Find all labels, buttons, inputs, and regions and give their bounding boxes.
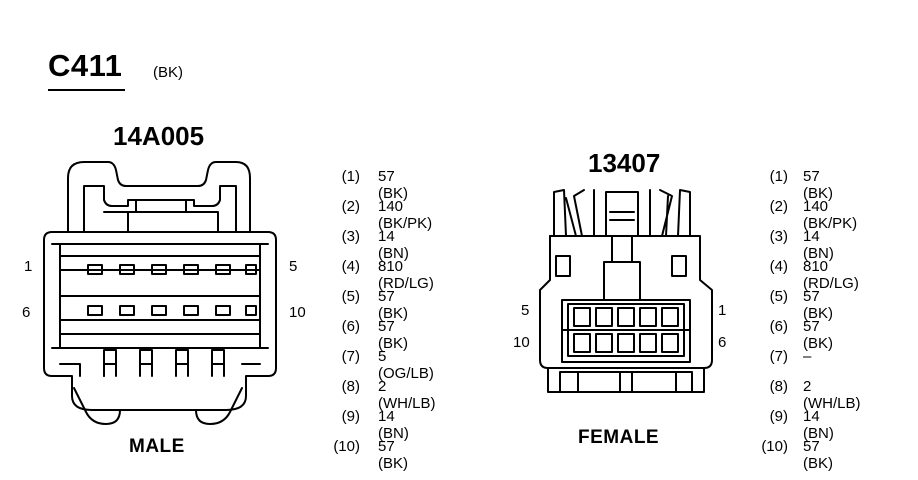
pin-number: (2) xyxy=(769,198,788,215)
female-pin-label-top-right: 1 xyxy=(718,302,727,319)
male-part-number: 14A005 xyxy=(113,121,205,151)
pin-number: (3) xyxy=(769,228,788,245)
pin-number: (5) xyxy=(341,288,360,305)
wire-spec: 5 (OG/LB) xyxy=(378,348,434,382)
pin-number: (1) xyxy=(341,168,360,185)
male-gender-label: MALE xyxy=(129,436,185,457)
pin-number: (8) xyxy=(341,378,360,395)
wire-spec: 2 (WH/LB) xyxy=(378,378,436,412)
wire-spec: 810 (RD/LG) xyxy=(803,258,859,292)
wire-spec: 140 (BK/PK) xyxy=(378,198,433,232)
female-gender-label: FEMALE xyxy=(578,427,660,448)
wire-spec: 57 (BK) xyxy=(378,168,408,202)
male-pin-label-bottom-left: 6 xyxy=(22,304,31,321)
connector-id-underline xyxy=(48,89,125,91)
wire-spec: 14 (BN) xyxy=(378,228,409,262)
wire-spec: 14 (BN) xyxy=(803,408,834,442)
pin-number: (10) xyxy=(333,438,360,455)
pin-number: (9) xyxy=(769,408,788,425)
wire-spec: 57 (BK) xyxy=(803,438,833,472)
wire-spec: – xyxy=(803,348,812,365)
female-part-number: 13407 xyxy=(588,148,661,178)
wire-spec: 57 (BK) xyxy=(803,318,833,352)
wire-spec: 57 (BK) xyxy=(378,318,408,352)
wire-spec: 140 (BK/PK) xyxy=(803,198,858,232)
pin-number: (6) xyxy=(341,318,360,335)
wire-spec: 810 (RD/LG) xyxy=(378,258,434,292)
connector-color-code: (BK) xyxy=(153,64,183,81)
pin-number: (5) xyxy=(769,288,788,305)
pin-number: (4) xyxy=(769,258,788,275)
pin-number: (7) xyxy=(769,348,788,365)
pin-number: (8) xyxy=(769,378,788,395)
wire-spec: 2 (WH/LB) xyxy=(803,378,861,412)
pin-number: (2) xyxy=(341,198,360,215)
wire-spec: 57 (BK) xyxy=(803,168,833,202)
wire-spec: 57 (BK) xyxy=(378,438,408,472)
connector-id: C411 xyxy=(48,48,123,83)
pin-number: (3) xyxy=(341,228,360,245)
wire-spec: 57 (BK) xyxy=(378,288,408,322)
female-pin-label-bottom-left: 10 xyxy=(513,334,530,351)
wire-spec: 14 (BN) xyxy=(803,228,834,262)
female-pin-label-bottom-right: 6 xyxy=(718,334,727,351)
wire-spec: 57 (BK) xyxy=(803,288,833,322)
female-pin-label-top-left: 5 xyxy=(521,302,530,319)
pin-number: (7) xyxy=(341,348,360,365)
pin-number: (9) xyxy=(341,408,360,425)
pin-number: (6) xyxy=(769,318,788,335)
pin-number: (10) xyxy=(761,438,788,455)
male-connector-outline xyxy=(43,161,277,425)
wire-spec: 14 (BN) xyxy=(378,408,409,442)
pin-number: (4) xyxy=(341,258,360,275)
male-pin-label-top-left: 1 xyxy=(24,258,33,275)
pin-number: (1) xyxy=(769,168,788,185)
male-pin-label-bottom-right: 10 xyxy=(289,304,306,321)
female-connector-outline xyxy=(539,189,713,393)
male-pin-label-top-right: 5 xyxy=(289,258,298,275)
